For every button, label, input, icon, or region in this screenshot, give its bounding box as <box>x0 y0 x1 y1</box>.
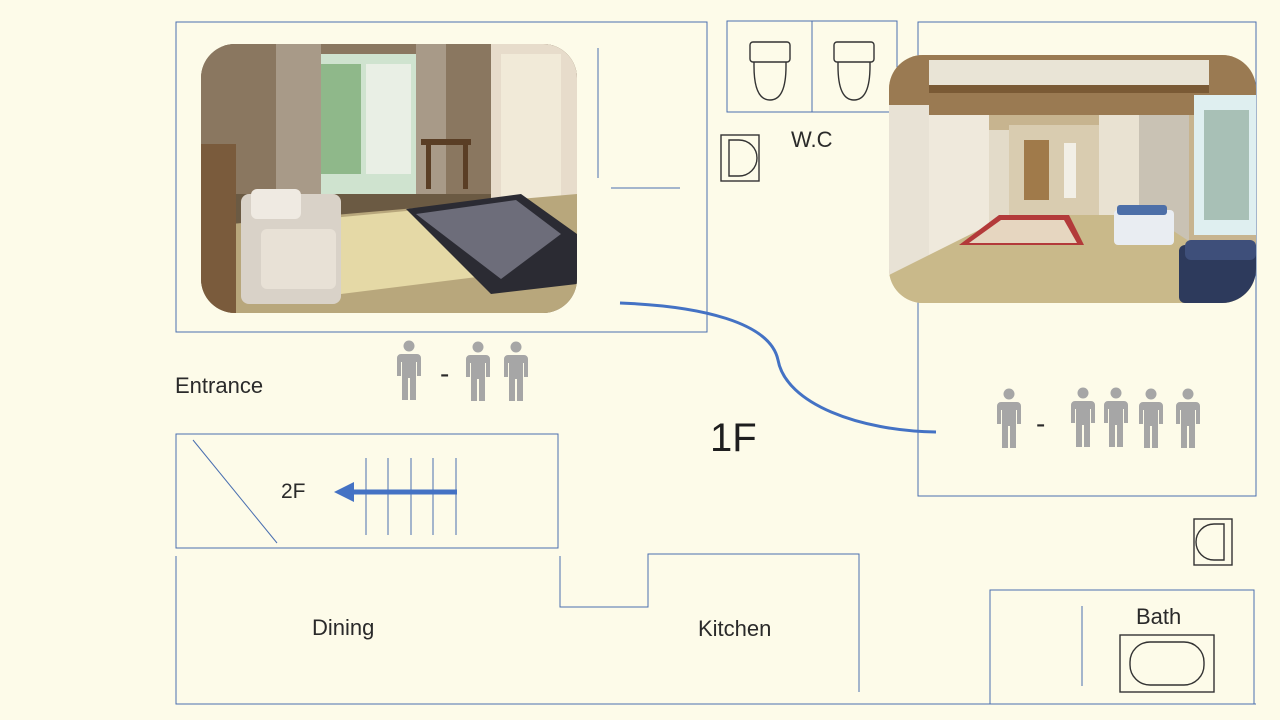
person-icon <box>1176 388 1200 448</box>
room-1-photo <box>201 44 577 313</box>
kitchen-label: Kitchen <box>698 616 772 641</box>
person-icon <box>397 340 421 400</box>
wc-label: W.C <box>791 127 833 152</box>
dining-label: Dining <box>312 615 375 640</box>
dining-kitchen-walls <box>175 556 1256 705</box>
person-icon <box>504 341 528 401</box>
walls <box>175 20 1257 705</box>
bathtub-icon <box>1119 634 1215 693</box>
person-icon <box>1139 388 1163 448</box>
room-1-capacity-separator: - <box>440 358 450 389</box>
arrow-left-icon <box>334 482 457 502</box>
toilet-icon <box>833 41 875 101</box>
room-1-capacity <box>397 340 528 401</box>
room-2-capacity-separator: - <box>1036 408 1046 439</box>
entrance-label: Entrance <box>175 373 264 398</box>
person-icon <box>1104 387 1128 447</box>
room-2-capacity <box>997 387 1200 448</box>
bath-walls <box>989 589 1255 705</box>
kitchen-walls <box>559 553 860 692</box>
bedroom-1-walls <box>175 21 708 333</box>
toilet-icon <box>749 41 791 101</box>
washbasin-icon <box>1193 518 1233 566</box>
person-icon <box>1071 387 1095 447</box>
person-icon <box>466 341 490 401</box>
person-icon <box>997 388 1021 448</box>
stairs-label: 2F <box>281 480 306 503</box>
stairs-walls <box>175 433 559 549</box>
bath-label: Bath <box>1136 604 1182 629</box>
floor-label: 1F <box>710 416 757 460</box>
stairs-diagonal <box>192 439 278 544</box>
room-2-photo <box>889 55 1256 303</box>
washbasin-icon <box>720 134 760 182</box>
room-link-curve <box>619 301 937 434</box>
